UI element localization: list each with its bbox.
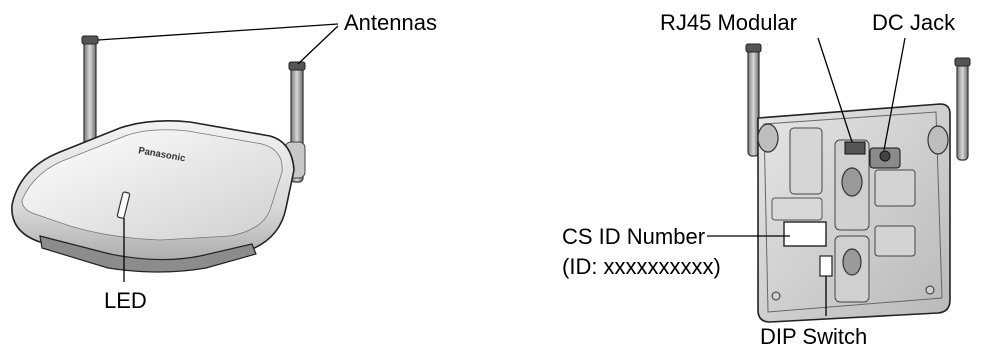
antennas-label: Antennas — [344, 10, 437, 35]
led-label: LED — [104, 288, 147, 313]
led-indicator — [116, 191, 131, 219]
cs-id-label — [783, 221, 827, 247]
dc-jack-label: DC Jack — [872, 10, 956, 35]
rear-device — [745, 43, 971, 323]
rj45-leader — [817, 37, 853, 143]
antennas-leader-left — [97, 23, 339, 41]
dip-switch — [819, 255, 833, 277]
dc-jack-leader — [883, 37, 906, 151]
rj45-port — [844, 141, 866, 155]
cs-id-number-label: CS ID Number — [562, 224, 706, 249]
rj45-label: RJ45 Modular — [660, 10, 797, 35]
antennas-leader-right — [297, 25, 339, 65]
front-device: Panasonic — [11, 35, 306, 273]
cs-id-value-label: (ID: xxxxxxxxxx) — [562, 254, 721, 279]
dip-switch-label: DIP Switch — [760, 324, 868, 349]
